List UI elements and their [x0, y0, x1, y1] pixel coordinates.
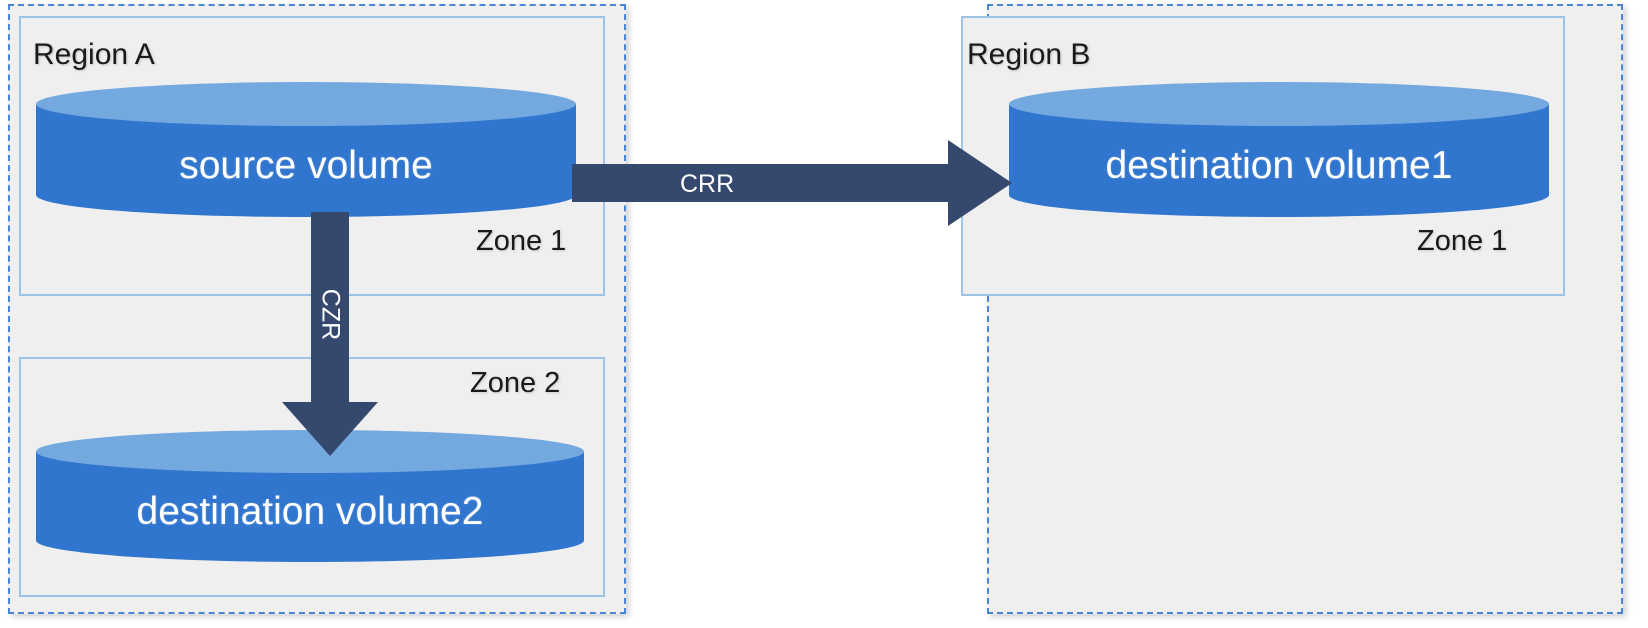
- czr-arrow: CZR: [282, 212, 378, 456]
- crr-arrow: CRR: [572, 140, 1012, 226]
- zone-b-zone1-label: Zone 1: [1417, 225, 1508, 257]
- arrow-head-icon: [282, 402, 378, 456]
- region-a-label: Region A: [33, 38, 155, 71]
- zone-a-zone1-label: Zone 1: [476, 225, 567, 257]
- crr-arrow-label: CRR: [680, 170, 735, 198]
- destination-volume2-label: destination volume2: [136, 490, 484, 533]
- cylinder-top-ellipse: [36, 82, 576, 126]
- arrow-shaft: [572, 164, 950, 202]
- cylinder-top-ellipse: [1009, 82, 1549, 126]
- source-volume-cylinder[interactable]: source volume: [36, 82, 576, 217]
- source-volume-label: source volume: [179, 144, 433, 187]
- zone-a-zone2-label: Zone 2: [470, 367, 561, 399]
- region-b-label: Region B: [967, 38, 1091, 71]
- arrow-shaft: [311, 212, 349, 404]
- destination-volume1-cylinder[interactable]: destination volume1: [1009, 82, 1549, 217]
- destination-volume1-label: destination volume1: [1105, 144, 1453, 187]
- arrow-head-icon: [948, 140, 1012, 226]
- czr-arrow-label: CZR: [316, 288, 345, 341]
